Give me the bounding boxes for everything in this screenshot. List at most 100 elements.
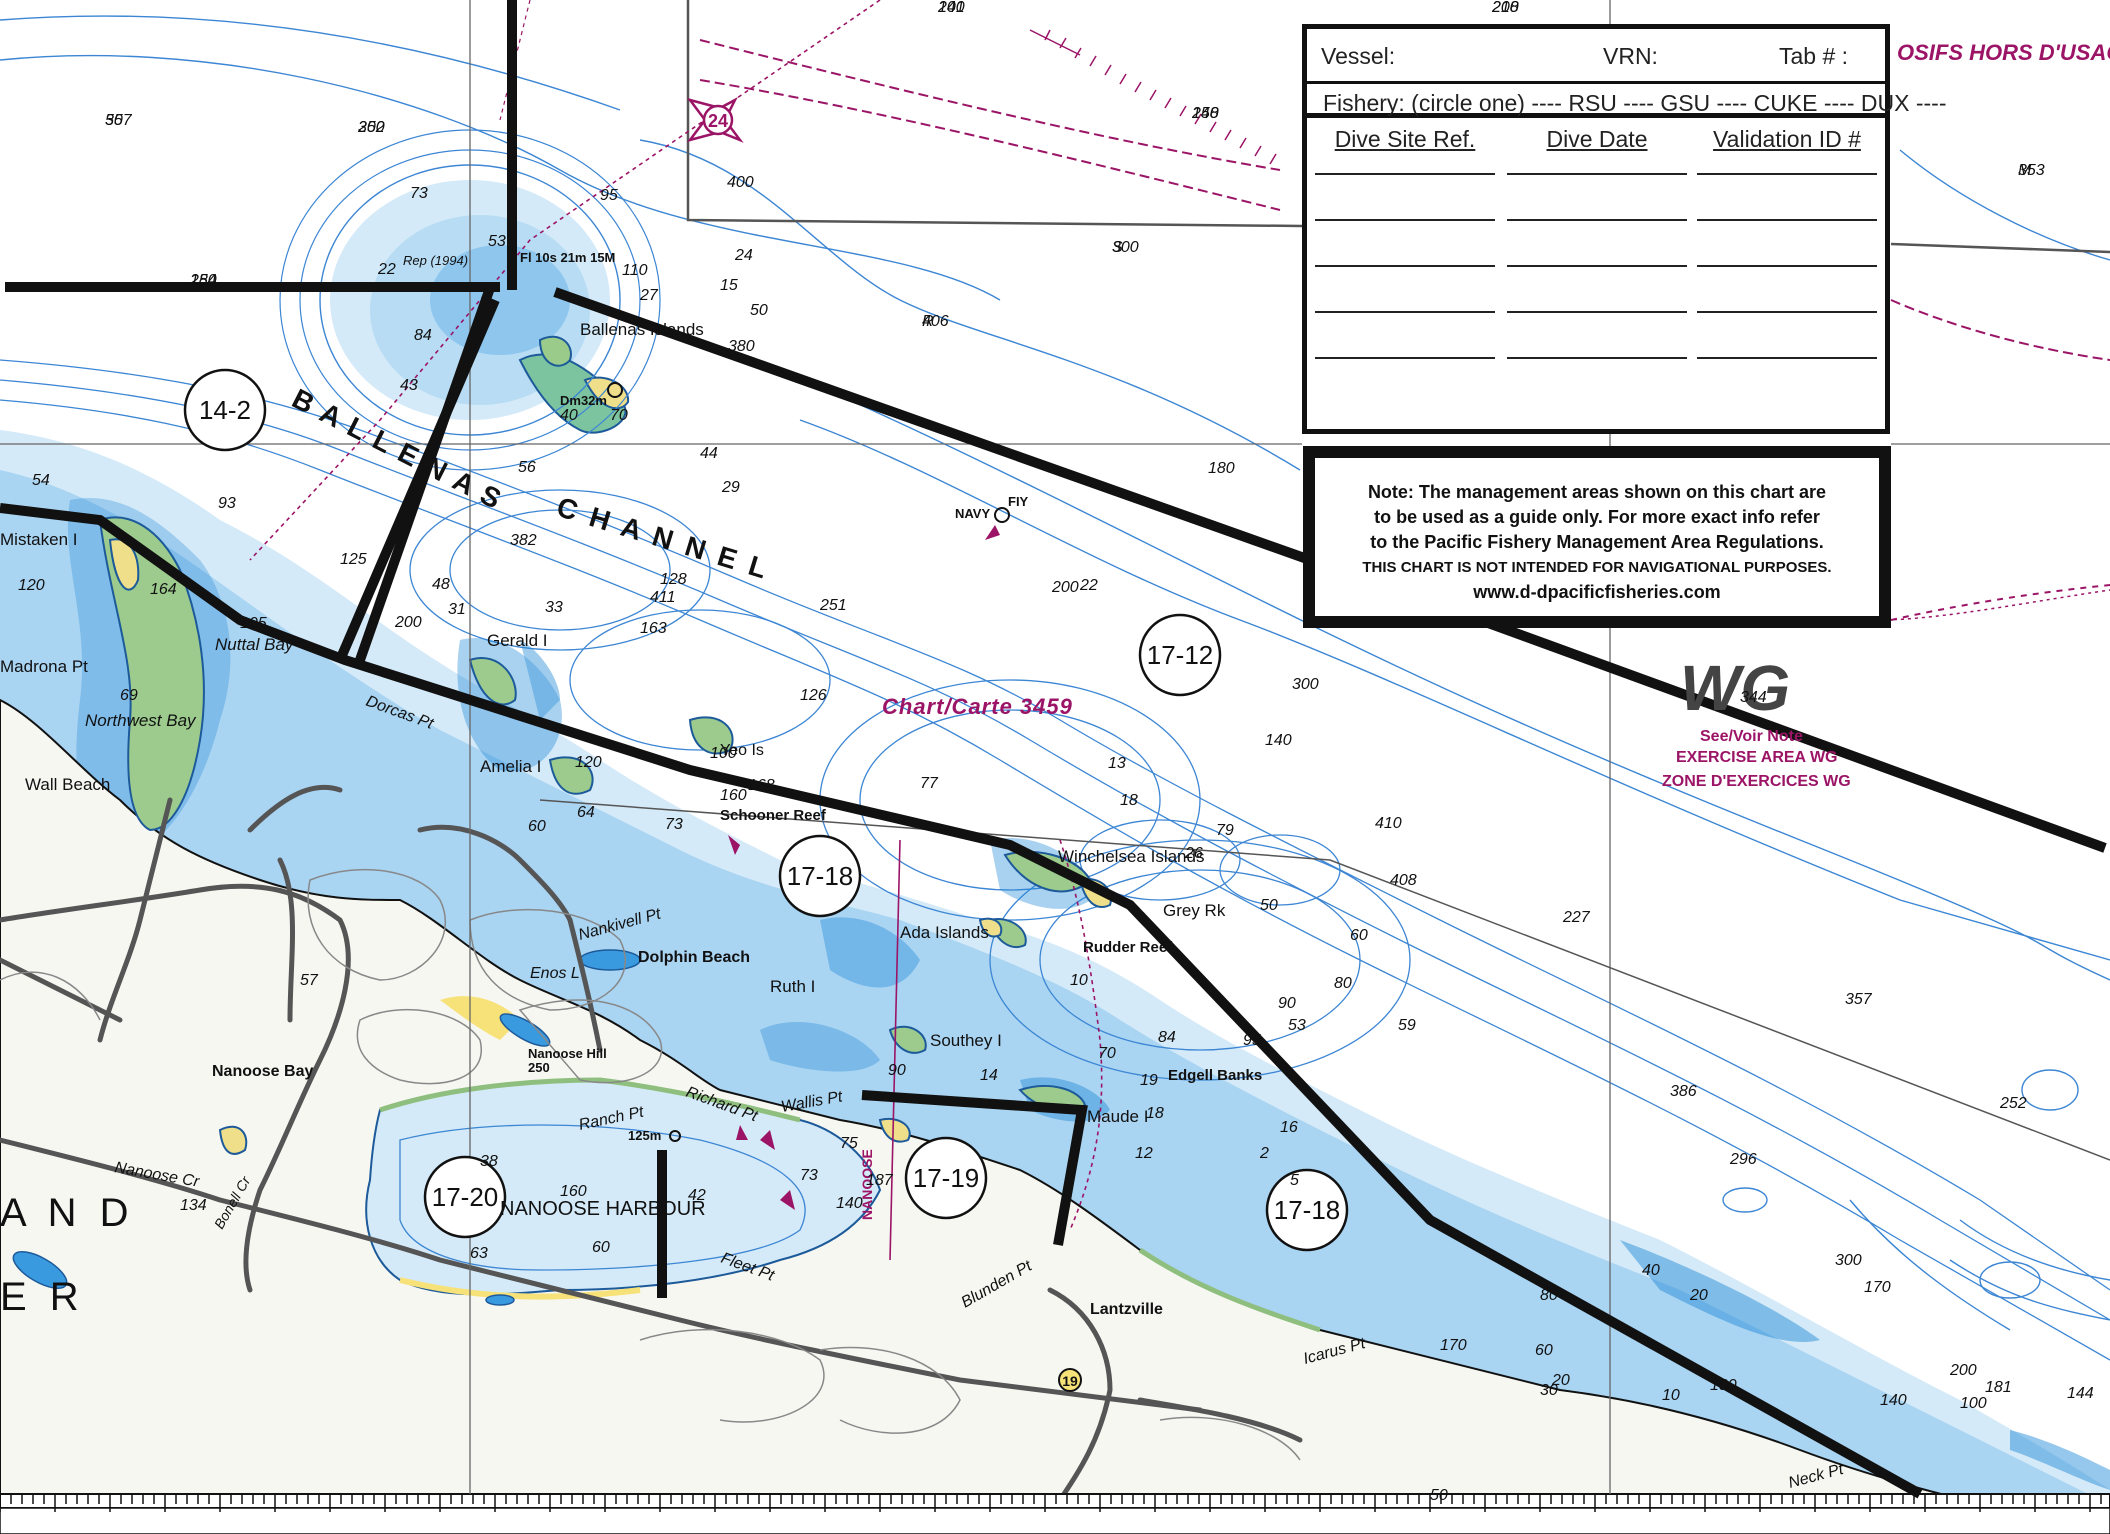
fishery-row[interactable]: Fishery: (circle one) ---- RSU ---- GSU … [1307, 84, 1947, 118]
nanoose-hill-height: 250 [528, 1060, 550, 1075]
log-entry-line[interactable] [1507, 173, 1687, 175]
marker-19: 19 [1058, 1368, 1082, 1392]
sounding-depth: 400 [727, 174, 754, 191]
log-entry-line[interactable] [1697, 311, 1877, 313]
sounding-depth: 38 [480, 1153, 498, 1170]
col-validation-id: Validation ID # [1713, 126, 1861, 152]
chart-carte-label: Chart/Carte 3459 [882, 694, 1073, 719]
log-entry-line[interactable] [1507, 219, 1687, 221]
coast-yellow [399, 1277, 641, 1300]
log-entry-line[interactable] [1315, 265, 1495, 267]
sounding-depth: 180 [1208, 460, 1235, 477]
log-entry-line[interactable] [1315, 219, 1495, 221]
sounding-depth: 42 [688, 1187, 706, 1204]
sounding-depth: 300 [1292, 676, 1319, 693]
log-entry-line[interactable] [1507, 311, 1687, 313]
ballenas-islands-label: Ballenas Islands [580, 320, 704, 339]
sounding-depth: 64 [577, 804, 595, 821]
sounding-depth: 14 [980, 1067, 998, 1084]
sounding-depth: 40 [1642, 1262, 1660, 1279]
sounding-depth: M [2018, 162, 2032, 179]
exercise-area: EXERCISE AREA WG [1676, 749, 1838, 766]
sounding-depth: 70 [610, 407, 628, 424]
sounding-depth: 307 [105, 112, 133, 129]
log-entry-line[interactable] [1315, 173, 1495, 175]
sounding-depth: 10 [1662, 1387, 1680, 1404]
area-circle-17-18-b[interactable]: 17-18 [1265, 1168, 1349, 1252]
enos-l-label: Enos L [530, 965, 580, 982]
sounding-depth: 12 [1135, 1145, 1153, 1162]
sounding-depth: 63 [470, 1245, 488, 1262]
magenta-lines [249, 0, 2110, 1261]
land-contours [0, 868, 1301, 1461]
sounding-depth: 73 [410, 185, 428, 202]
note-url[interactable]: www.d-dpacificfisheries.com [1473, 582, 1721, 602]
log-entry-line[interactable] [1507, 265, 1687, 267]
area-circle-17-19[interactable]: 17-19 [904, 1136, 988, 1220]
area-circle-14-2[interactable]: 14-2 [183, 368, 267, 452]
sounding-depth: 50 [750, 302, 768, 319]
sounding-depth: 357 [1845, 991, 1873, 1008]
yeo-is-label: Yeo Is [720, 742, 764, 759]
sounding-depth: 70 [1098, 1045, 1116, 1062]
log-entry-line[interactable] [1697, 219, 1877, 221]
mistaken-i-label: Mistaken I [0, 530, 77, 549]
sounding-depth: 50 [1260, 897, 1278, 914]
sounding-depth: 252 [1999, 1095, 2027, 1112]
sounding-depth: 57 [300, 972, 319, 989]
sounding-depth: 56 [518, 459, 536, 476]
ranch-height-label: 125m [628, 1128, 661, 1143]
area-circle-17-18-a[interactable]: 17-18 [778, 834, 862, 918]
note-line-4: THIS CHART IS NOT INTENDED FOR NAVIGATIO… [1362, 559, 1832, 576]
log-entry-line[interactable] [1697, 265, 1877, 267]
log-entry-line[interactable] [1315, 311, 1495, 313]
sounding-depth: 53 [488, 233, 506, 250]
coast-green [379, 1077, 801, 1123]
dolphin-beach-label: Dolphin Beach [638, 949, 750, 966]
log-entry-line[interactable] [1697, 357, 1877, 359]
sounding-depth: 170 [1864, 1279, 1891, 1296]
sounding-depth: 13 [1108, 755, 1126, 772]
explosifs-label: OSIFS HORS D'USAG [1897, 40, 2110, 65]
sounding-depth: 60 [1350, 927, 1368, 944]
dive-log-form: Vessel: VRN: Tab # : Fishery: (circle on… [1302, 24, 1947, 434]
sounding-depth: 344 [1740, 689, 1767, 706]
ballenas-islands-shoal [279, 129, 661, 471]
maude-i-label: Maude I [1087, 1107, 1148, 1126]
log-entry-line[interactable] [1315, 357, 1495, 359]
sounding-depth: 26 [1184, 845, 1203, 862]
area-label-17-20: 17-20 [432, 1182, 499, 1212]
sounding-depth: 40 [560, 407, 578, 424]
area-circle-17-12[interactable]: 17-12 [1138, 613, 1222, 697]
sounding-depth: 258 [1191, 105, 1219, 122]
sounding-depth: 252 [357, 119, 385, 136]
navy-label: NAVY [955, 506, 990, 521]
roads [0, 784, 1303, 1503]
sounding-depth: 80 [1334, 975, 1352, 992]
sounding-depth: 187 [866, 1172, 894, 1189]
offshore-contours [0, 15, 2110, 1331]
sounding-depth: 105 [240, 615, 267, 632]
sounding-depth: 180 [190, 272, 217, 289]
sounding-depth: 410 [1375, 815, 1402, 832]
vrn-label: VRN: [1603, 43, 1658, 69]
sounding-depth: 18 [1146, 1105, 1164, 1122]
gerald-i-label: Gerald I [487, 631, 547, 650]
management-boundaries [0, 0, 2107, 1499]
sounding-depth: 125 [340, 551, 367, 568]
sounding-depth: 44 [700, 445, 718, 462]
sounding-depth: 93 [218, 495, 236, 512]
wall-beach-label: Wall Beach [25, 775, 110, 794]
log-entry-line[interactable] [1507, 357, 1687, 359]
log-entry-line[interactable] [1697, 173, 1877, 175]
sounding-depth: 2 [1259, 1145, 1269, 1162]
sounding-depth: 16 [1280, 1119, 1298, 1136]
sounding-depth: 80 [1540, 1287, 1558, 1304]
sounding-depth: 254 [189, 272, 217, 289]
sounding-depth: R [922, 313, 934, 330]
form-header-row: Vessel: VRN: Tab # : [1307, 29, 1885, 84]
note-line-1: Note: The management areas shown on this… [1367, 482, 1827, 502]
sounding-depth: 54 [32, 472, 50, 489]
area-circle-17-20[interactable]: 17-20 [423, 1155, 507, 1239]
